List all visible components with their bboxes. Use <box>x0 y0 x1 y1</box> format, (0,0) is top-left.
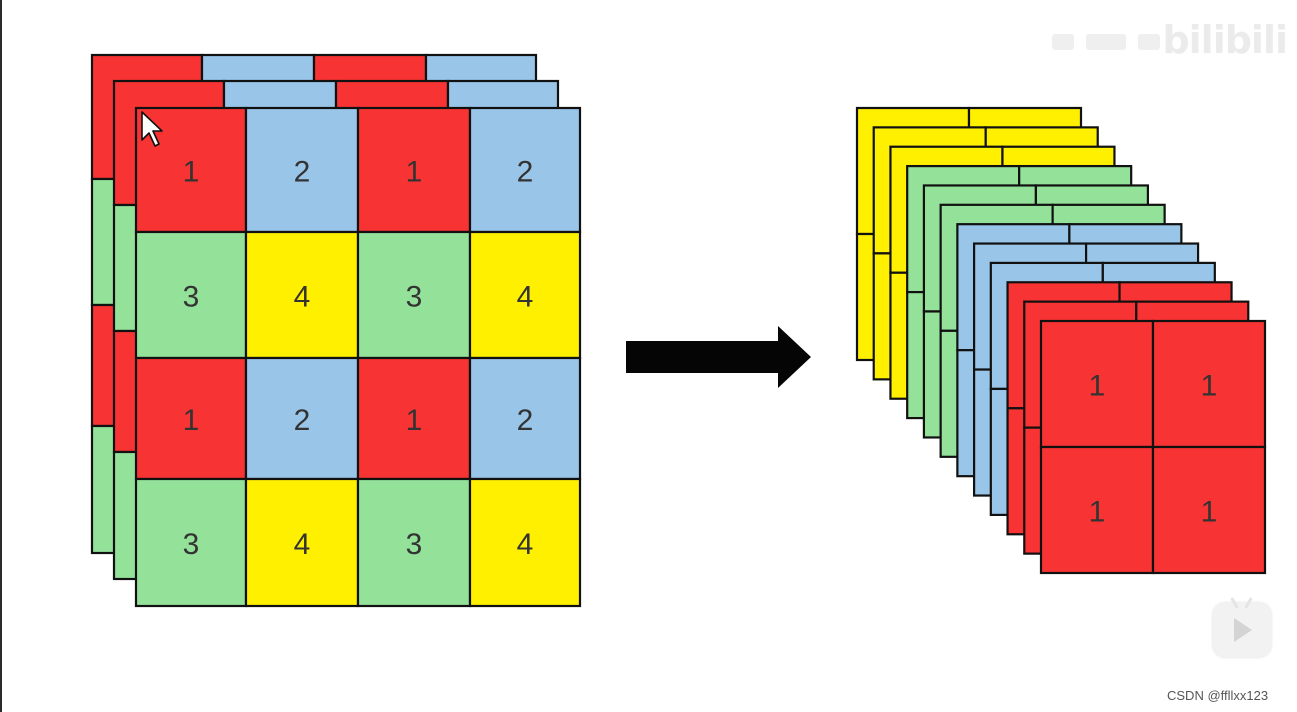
output-cell <box>1039 445 1155 575</box>
input-cell <box>356 230 472 360</box>
input-cell-value: 2 <box>517 156 534 189</box>
input-cell-value: 3 <box>183 528 200 561</box>
input-cell-value: 2 <box>294 156 311 189</box>
input-tensor-stack: 1 2 1 2 3 4 3 4 1 2 1 2 3 4 3 4 <box>90 53 582 608</box>
mouse-pointer-icon <box>141 111 163 147</box>
input-cell-value: 1 <box>183 404 200 437</box>
output-cell-value: 1 <box>1201 370 1218 403</box>
input-cell <box>468 356 582 481</box>
input-cell <box>356 356 472 481</box>
input-cell <box>134 477 248 608</box>
input-cell <box>356 477 472 608</box>
input-cell-value: 1 <box>183 156 200 189</box>
play-button-icon[interactable] <box>1213 597 1271 657</box>
input-cell-value: 3 <box>406 528 423 561</box>
input-cell <box>244 477 360 608</box>
input-cell-value: 3 <box>406 281 423 314</box>
input-cell-value: 2 <box>517 404 534 437</box>
output-cell <box>1151 445 1267 575</box>
output-cell-value: 1 <box>1089 370 1106 403</box>
watermark-faint-text <box>1052 34 1187 56</box>
input-cell-value: 1 <box>406 156 423 189</box>
input-cell-value: 3 <box>183 281 200 314</box>
input-cell-value: 1 <box>406 404 423 437</box>
output-cell-value: 1 <box>1089 496 1106 529</box>
input-cell-value: 2 <box>294 404 311 437</box>
input-cell <box>468 106 582 234</box>
input-cell-value: 4 <box>517 528 534 561</box>
input-layer-3: 1 2 1 2 3 4 3 4 1 2 1 2 3 4 3 4 <box>134 106 582 608</box>
bilibili-watermark: bilibili <box>1162 18 1288 62</box>
input-cell <box>134 230 248 360</box>
csdn-credit: CSDN @ffllxx123 <box>1167 688 1269 703</box>
input-cell <box>468 477 582 608</box>
right-arrow-icon <box>626 326 811 388</box>
output-tensor-stack: 1 1 1 1 <box>855 106 1267 575</box>
play-triangle-icon <box>1234 618 1252 642</box>
transform-arrow <box>626 326 811 388</box>
input-cell-value: 4 <box>294 528 311 561</box>
input-cell <box>468 230 582 360</box>
input-cell-value: 4 <box>517 281 534 314</box>
output-cell-value: 1 <box>1201 496 1218 529</box>
input-cell-value: 4 <box>294 281 311 314</box>
input-cell <box>244 356 360 481</box>
output-channel-12: 1 1 1 1 <box>1039 319 1267 575</box>
